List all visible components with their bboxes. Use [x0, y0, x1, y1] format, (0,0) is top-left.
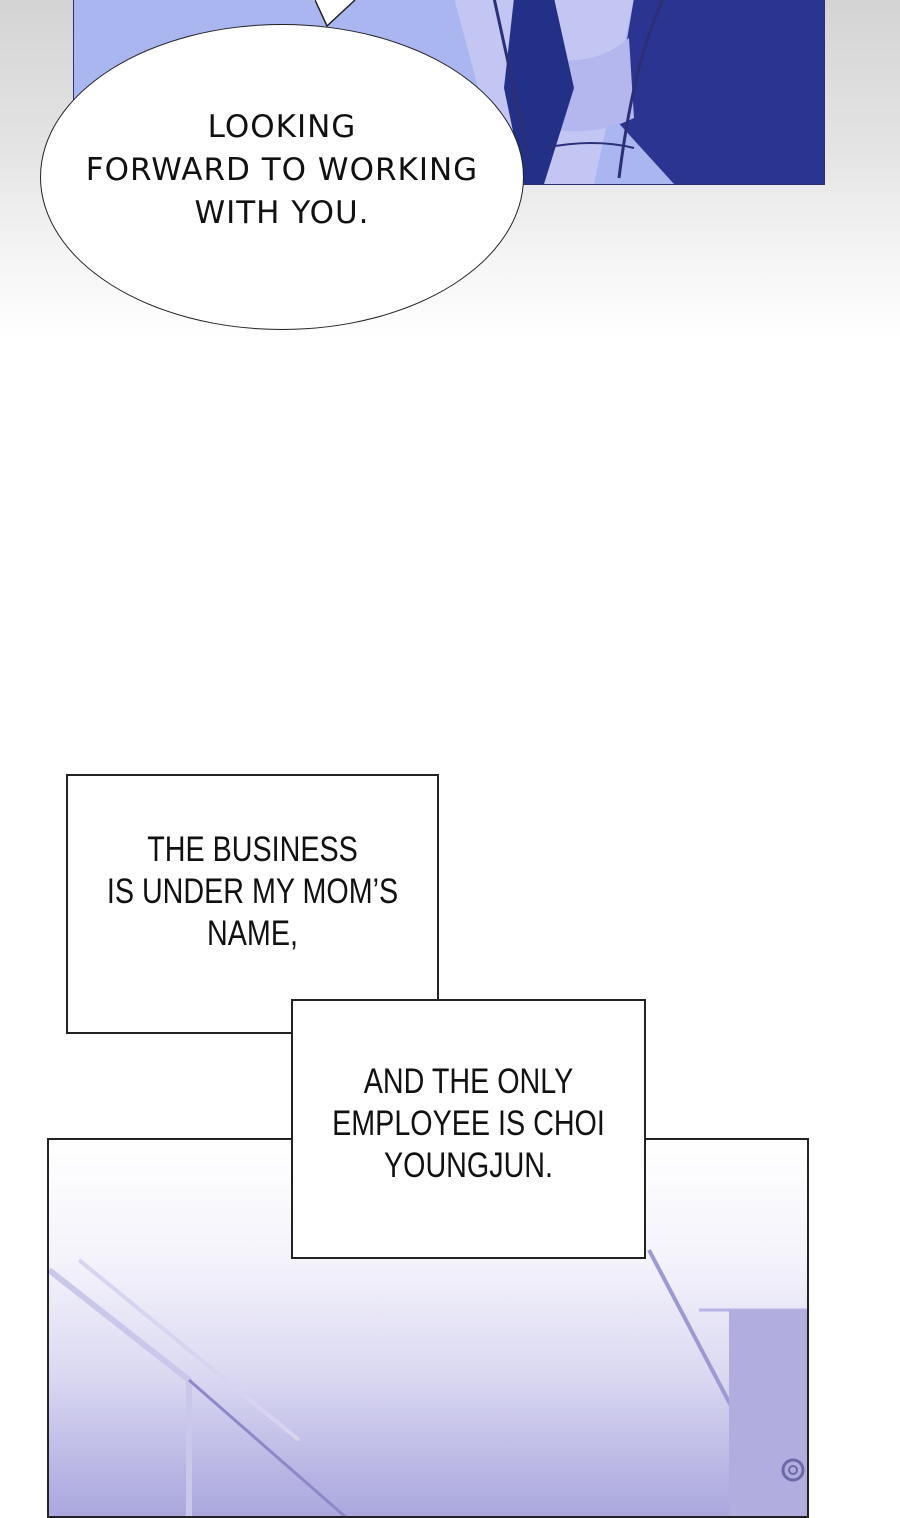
caption-line: EMPLOYEE IS CHOI [332, 1104, 605, 1143]
caption-box-2 [291, 999, 646, 1259]
caption-1-text: THE BUSINESS IS UNDER MY MOM’S NAME, [100, 829, 406, 955]
caption-line: IS UNDER MY MOM’S [106, 872, 399, 911]
caption-line: NAME, [207, 914, 298, 953]
speech-line: FORWARD TO WORKING [85, 152, 479, 188]
caption-box-1 [66, 774, 439, 1034]
caption-2-text: AND THE ONLY EMPLOYEE IS CHOI YOUNGJUN. [323, 1061, 614, 1187]
speech-line: WITH YOU. [194, 195, 370, 231]
speech-bubble-text: LOOKING FORWARD TO WORKING WITH YOU. [40, 106, 524, 235]
speech-bubble [40, 24, 524, 330]
interior-illustration [49, 1249, 807, 1516]
caption-line: THE BUSINESS [147, 830, 358, 869]
caption-line: YOUNGJUN. [383, 1146, 554, 1185]
speech-line: LOOKING [207, 109, 357, 145]
caption-join-mask [293, 1001, 437, 1032]
speech-bubble-tail [315, 0, 356, 28]
caption-line: AND THE ONLY [363, 1062, 574, 1101]
